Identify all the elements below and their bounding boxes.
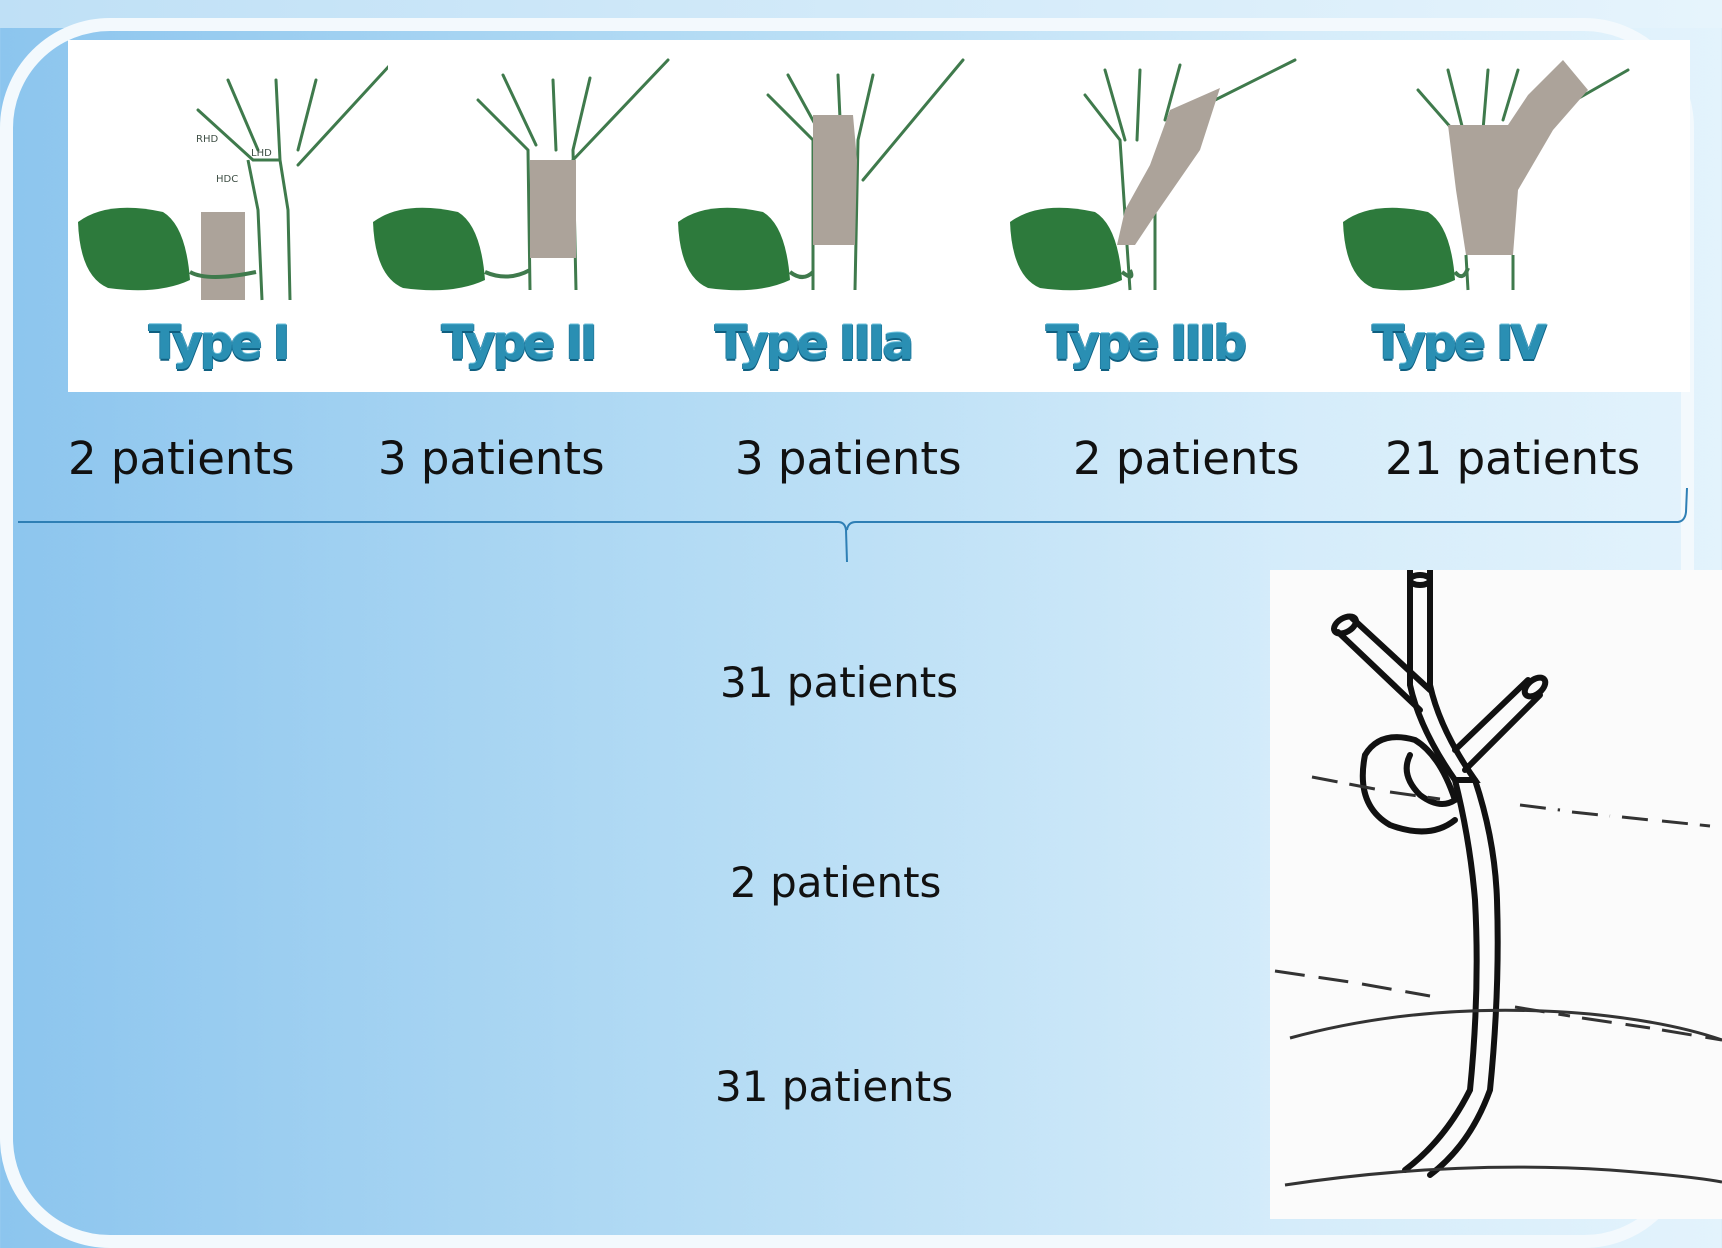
total-count-1: 31 patients xyxy=(720,662,958,704)
biliary-anatomy-sketch xyxy=(1270,570,1722,1219)
total-count-3: 31 patients xyxy=(715,1066,953,1108)
total-count-2: 2 patients xyxy=(730,862,941,904)
biliary-tree-drawing xyxy=(1270,570,1722,1219)
